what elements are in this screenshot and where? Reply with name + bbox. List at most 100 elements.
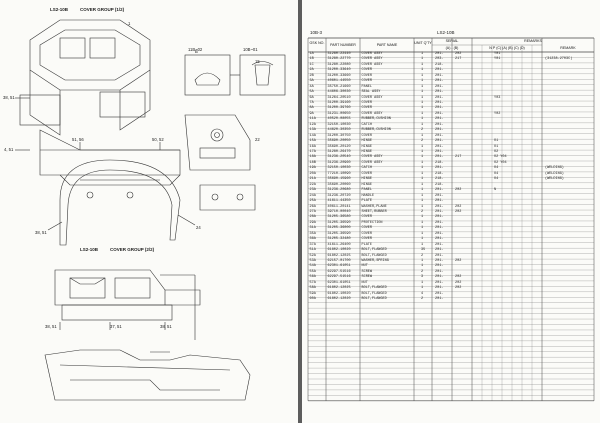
cell-name: HANDLE — [361, 193, 375, 198]
cell-from: 201- — [435, 139, 444, 144]
callout-c13: 24 — [196, 225, 201, 230]
cell-to: 217 — [455, 57, 462, 62]
cell-name: PLATE — [361, 199, 373, 204]
cell-no: 54A — [309, 264, 316, 269]
cell-pn: 62157-01700 — [327, 259, 351, 263]
cell-qty: 1 — [421, 188, 424, 193]
cell-from: 201- — [435, 106, 444, 111]
page-number: 10B-3 — [310, 30, 323, 35]
cell-qty: 1 — [421, 117, 424, 122]
cell-pn: 61802-10020 — [327, 248, 351, 253]
cell-from: 201- — [435, 100, 444, 105]
cell-to: 202 — [455, 51, 462, 56]
cell-no: 52A — [309, 253, 316, 258]
cell-no: 51A — [309, 248, 316, 253]
cell-name: BOLT,FLANGED — [361, 297, 387, 302]
cell-from: 201- — [435, 253, 444, 258]
cell-qty: 1 — [421, 215, 424, 220]
cell-from: 201- — [435, 237, 444, 242]
header-gsk: GSK NO. — [309, 41, 325, 45]
parts-table-grid — [307, 37, 595, 402]
cell-pn: 62301-61051 — [327, 280, 351, 285]
cell-pn: 44620-30350 — [327, 128, 351, 133]
cell-from: 201- — [435, 204, 444, 209]
cell-no: 13A — [309, 128, 316, 133]
cell-qty: 2 — [421, 269, 424, 274]
cell-from: 201- — [435, 280, 444, 285]
cell-name: COVER ASSY — [361, 111, 383, 116]
cell-from: 201- — [435, 117, 444, 122]
cell-pn: 40611-20141 — [327, 204, 351, 209]
cell-name: COVER — [361, 215, 373, 220]
cell-mark: Y01 — [494, 51, 501, 56]
cell-from: 201- — [435, 122, 444, 127]
cell-qty: 1 — [421, 171, 424, 176]
cell-no: 56A — [309, 275, 316, 280]
cell-name: WASHER,SPRING — [361, 259, 389, 263]
cell-qty: 3 — [421, 275, 424, 280]
cell-from: 201- — [435, 73, 444, 78]
cell-qty: 1 — [421, 286, 424, 291]
callout-c2: 10B~01 — [243, 47, 258, 52]
cell-name: WASHER,PLANE — [361, 204, 387, 209]
cell-no: 26A — [309, 204, 316, 209]
cell-from: 201- — [435, 193, 444, 198]
cell-no: 21A — [309, 177, 316, 182]
callout-c4: 4, 51 — [4, 147, 14, 152]
cell-name: BOLT,FLANGED — [361, 291, 387, 296]
cell-name: PANEL — [361, 188, 373, 193]
cell-pn: 31236-20540 — [327, 155, 351, 160]
cell-no: 23A — [309, 188, 316, 193]
cell-pn: 32150-10030 — [327, 166, 351, 171]
cell-no: 18B — [309, 160, 316, 165]
callout-c11: 15 — [255, 59, 260, 64]
cell-from: 201- — [435, 264, 444, 269]
cell-pn: 31236-20680 — [327, 188, 351, 193]
cell-pn: 31205-36590 — [327, 231, 351, 236]
cell-to: 202 — [455, 275, 462, 280]
cell-mark: O2 Y04 — [494, 160, 507, 165]
drawing-caption-bottom-title: COVER GROUP (2/2) — [110, 247, 155, 252]
cell-from: 218- — [435, 160, 444, 165]
cell-name: COVER ASSY — [361, 160, 383, 165]
cell-name: PROTECTION — [361, 220, 383, 225]
header-unit-qty: UNIT Q'TY — [414, 41, 432, 45]
cell-name: COVER ASSY — [361, 95, 383, 100]
cell-remark: (WELDING) — [545, 171, 564, 176]
cell-no: 37A — [309, 242, 316, 247]
cell-name: HINGE — [361, 177, 373, 182]
cell-to: 202 — [455, 259, 462, 263]
cell-from: 201- — [435, 188, 444, 193]
cell-pn: 61802-10020 — [327, 291, 351, 296]
cell-no: 55A — [309, 269, 316, 274]
cell-pn: 61802-12020 — [327, 297, 351, 302]
cell-pn: 31231-00650 — [327, 111, 351, 116]
cell-no: 18A — [309, 155, 316, 160]
cell-from: 201- — [435, 259, 444, 263]
cell-no: 16A — [309, 144, 316, 149]
cell-mark: Y02 — [494, 111, 501, 116]
cell-qty: 1 — [421, 90, 424, 95]
cell-to: 202 — [455, 204, 462, 209]
cell-pn: 31280-22080 — [327, 62, 351, 67]
cell-no: 24A — [309, 193, 316, 198]
cell-name: RUBBER,CUSHION — [361, 117, 391, 122]
header-part-number: PART NUMBER — [330, 43, 356, 47]
cell-pn: 31205-36580 — [327, 215, 351, 220]
cell-name: COVER — [361, 171, 373, 176]
cell-qty: 1 — [421, 220, 424, 225]
header-serial-cols: (A) - (B) — [445, 46, 459, 50]
cell-pn: 31280-22770 — [327, 57, 351, 62]
cell-pn: 35690-20060 — [327, 182, 351, 187]
cell-from: 201- — [435, 269, 444, 274]
cell-no: 12A — [309, 122, 316, 127]
cell-no: 59A — [309, 291, 316, 296]
cell-no: 27A — [309, 209, 316, 214]
cell-pn: 62301-61051 — [327, 264, 351, 269]
cell-from: 203- — [435, 57, 444, 62]
drawing-caption-top-title: COVER GROUP (1/2) — [80, 7, 125, 12]
cell-no: 1C — [309, 62, 314, 67]
cell-pn: 77210-10090 — [327, 171, 351, 176]
cell-name: RUBBER,CUSHION — [361, 128, 391, 133]
cell-name: COVER — [361, 106, 373, 111]
